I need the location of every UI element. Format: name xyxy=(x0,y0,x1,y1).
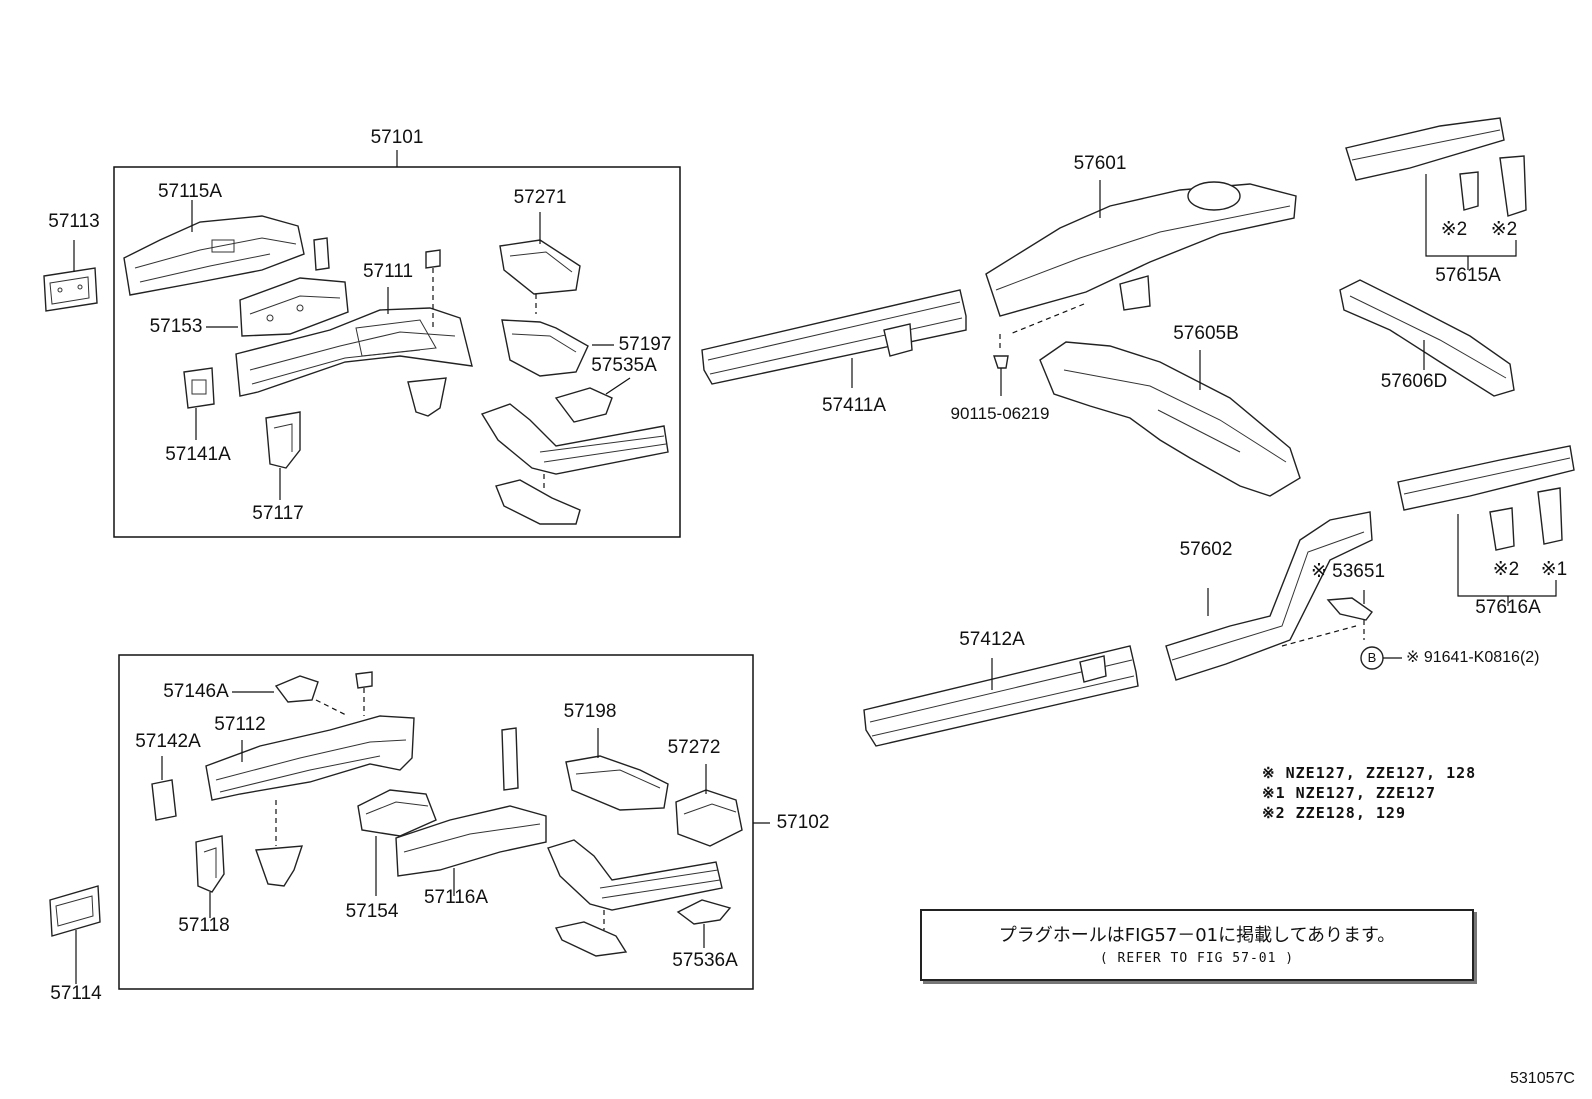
label-57412A: 57412A xyxy=(959,629,1025,650)
part-57114-drawing xyxy=(49,885,101,984)
mark-note-2-a: ※2 xyxy=(1440,219,1468,240)
label-57536A: 57536A xyxy=(672,950,738,971)
part-57111-drawing xyxy=(235,287,473,397)
label-57601: 57601 xyxy=(1073,153,1127,174)
label-assembly-57101: 57101 xyxy=(370,127,424,148)
part-57115A-drawing xyxy=(123,200,305,296)
model-note-1: ※1 NZE127, ZZE127 xyxy=(1262,784,1437,802)
part-57271-drawing xyxy=(499,212,581,314)
label-90115-06219: 90115-06219 xyxy=(950,404,1050,423)
part-57601-drawing xyxy=(985,180,1297,352)
part-57535A-drawing xyxy=(554,377,631,423)
assembly-box-57102 xyxy=(118,654,754,990)
part-57116A-drawing xyxy=(395,805,547,896)
part-90115-bolt-drawing xyxy=(993,355,1009,396)
part-clip-drawing xyxy=(425,249,441,330)
label-57198: 57198 xyxy=(563,701,617,722)
label-91641-K0816: ※ 91641-K0816(2) xyxy=(1406,649,1540,666)
label-assembly-57102: 57102 xyxy=(776,812,830,833)
label-57271: 57271 xyxy=(513,187,567,208)
model-note-all: ※ NZE127, ZZE127, 128 xyxy=(1262,764,1477,782)
reference-english: ( REFER TO FIG 57-01 ) xyxy=(1099,951,1295,966)
label-57615A: 57615A xyxy=(1435,265,1501,286)
part-small-nut-drawing xyxy=(355,671,373,716)
part-clip-bottom-drawing xyxy=(501,727,519,791)
label-57535A: 57535A xyxy=(591,355,657,376)
label-57113: 57113 xyxy=(48,211,100,232)
part-bottom-bracket-drawing xyxy=(554,921,628,957)
part-57412A-drawing xyxy=(863,645,1139,747)
figure-code: 531057C xyxy=(1510,1070,1575,1087)
mark-note-2-b: ※2 xyxy=(1490,219,1518,240)
reference-box: プラグホールはFIG57－01に掲載してあります。 ( REFER TO FIG… xyxy=(920,909,1474,981)
part-57602-drawing xyxy=(1165,511,1373,681)
part-57616A-drawing xyxy=(1397,445,1575,606)
part-57605B-drawing xyxy=(1039,341,1301,497)
label-57118: 57118 xyxy=(178,915,230,936)
part-57141A-drawing xyxy=(183,367,215,440)
part-57154-drawing xyxy=(357,789,437,896)
part-57142A-drawing xyxy=(151,756,177,821)
part-53651-bracket-drawing xyxy=(1326,590,1373,640)
part-57606D-drawing xyxy=(1339,279,1515,397)
part-57112-drawing xyxy=(205,715,415,801)
part-bottom-mount-drawing xyxy=(255,800,304,887)
reference-japanese: プラグホールはFIG57－01に掲載してあります。 xyxy=(998,925,1396,946)
label-57142A: 57142A xyxy=(135,731,201,752)
part-57118-drawing xyxy=(195,835,225,918)
label-53651: ※ 53651 xyxy=(1310,561,1386,582)
mark-note-2-c: ※2 xyxy=(1492,559,1520,580)
circle-b-letter: B xyxy=(1367,650,1377,665)
part-small-bracket-drawing xyxy=(313,237,330,271)
part-57615A-drawing xyxy=(1345,117,1527,270)
mark-note-1: ※1 xyxy=(1540,559,1568,580)
label-57116A: 57116A xyxy=(423,887,489,908)
part-floor-member-bottom-drawing xyxy=(547,839,723,930)
part-mount-drawing xyxy=(407,377,447,417)
part-57536A-drawing xyxy=(676,899,732,948)
part-57197-drawing xyxy=(501,319,614,377)
label-57602: 57602 xyxy=(1179,539,1233,560)
label-57117: 57117 xyxy=(252,503,304,524)
label-57272: 57272 xyxy=(667,737,721,758)
part-57113-drawing xyxy=(43,240,98,312)
label-57411A: 57411A xyxy=(821,395,887,416)
label-57141A: 57141A xyxy=(165,444,231,465)
part-57153-drawing xyxy=(206,277,349,337)
label-57606D: 57606D xyxy=(1380,371,1448,392)
label-57112: 57112 xyxy=(214,714,266,735)
part-57117-drawing xyxy=(265,411,301,500)
label-57605B: 57605B xyxy=(1173,323,1239,344)
label-57197: 57197 xyxy=(618,334,672,355)
label-57115A: 57115A xyxy=(157,181,223,202)
model-note-2: ※2 ZZE128, 129 xyxy=(1262,804,1406,822)
label-57616A: 57616A xyxy=(1475,597,1541,618)
label-57146A: 57146A xyxy=(163,681,229,702)
part-lower-bracket-drawing xyxy=(495,479,581,525)
label-57154: 57154 xyxy=(345,901,399,922)
part-57411A-drawing xyxy=(701,289,967,388)
label-57114: 57114 xyxy=(50,983,102,1004)
label-57153: 57153 xyxy=(149,316,203,337)
label-57111: 57111 xyxy=(362,261,414,282)
part-floor-side-member-drawing xyxy=(480,403,669,490)
part-57146A-drawing xyxy=(232,675,349,717)
part-57272-drawing xyxy=(675,764,743,847)
part-57198-drawing xyxy=(565,728,669,811)
